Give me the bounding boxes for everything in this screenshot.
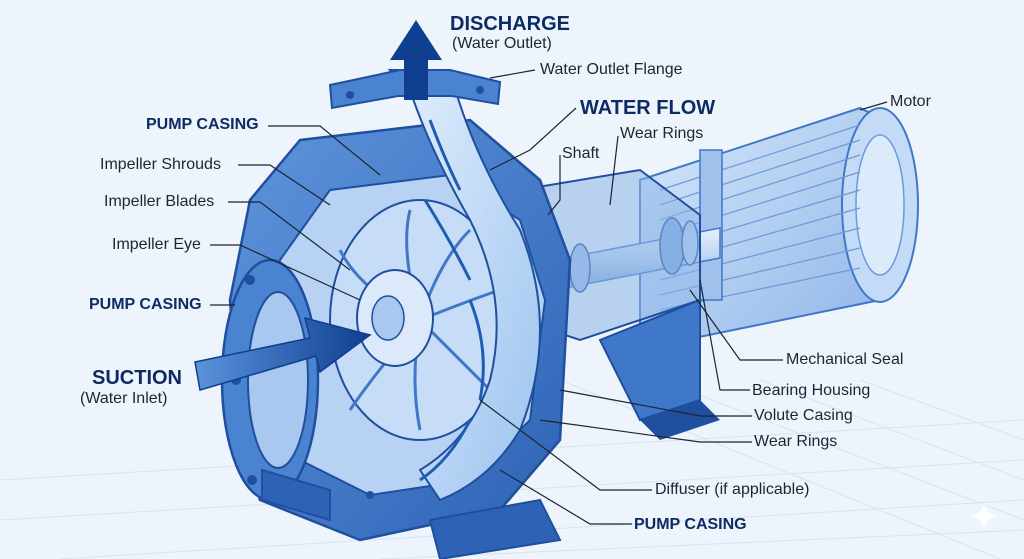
label-impeller-eye: Impeller Eye — [112, 236, 201, 253]
sparkle-icon — [970, 502, 998, 530]
suction-subtitle: (Water Inlet) — [80, 390, 168, 407]
label-motor: Motor — [890, 93, 931, 110]
leader-lines — [210, 69, 888, 525]
label-wear-rings-top: Wear Rings — [620, 125, 704, 142]
label-bearing-housing: Bearing Housing — [752, 382, 871, 399]
label-mechanical-seal: Mechanical Seal — [786, 351, 904, 368]
label-water-outlet-flange: Water Outlet Flange — [540, 61, 683, 78]
label-pump-casing-top: PUMP CASING — [146, 116, 259, 133]
suction-title: SUCTION — [92, 367, 182, 389]
label-diffuser: Diffuser (if applicable) — [655, 481, 810, 498]
label-impeller-shrouds: Impeller Shrouds — [100, 156, 221, 173]
label-impeller-blades: Impeller Blades — [104, 193, 215, 210]
label-water-flow: WATER FLOW — [580, 97, 716, 119]
label-wear-rings-bottom: Wear Rings — [754, 433, 838, 450]
discharge-title: DISCHARGE — [450, 13, 571, 35]
label-shaft: Shaft — [562, 145, 600, 162]
label-pump-casing-bottom: PUMP CASING — [634, 516, 747, 533]
discharge-subtitle: (Water Outlet) — [452, 35, 552, 52]
label-volute-casing: Volute Casing — [754, 407, 853, 424]
label-pump-casing-mid: PUMP CASING — [89, 296, 202, 313]
discharge-arrow-icon — [390, 20, 442, 100]
suction-arrow-icon — [194, 316, 372, 391]
